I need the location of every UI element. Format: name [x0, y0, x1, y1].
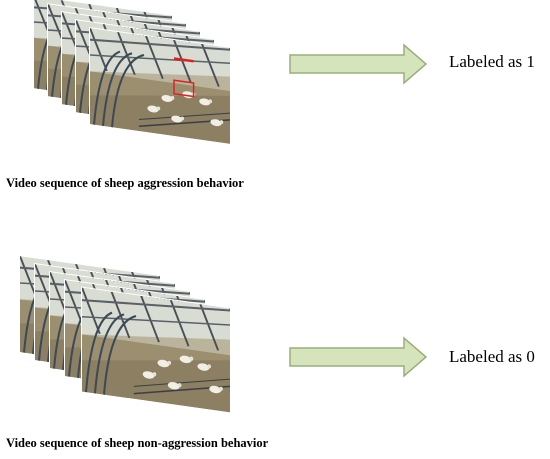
- non-aggression-caption: Video sequence of sheep non-aggression b…: [6, 436, 269, 450]
- non-aggression-frame-stack: [20, 256, 236, 413]
- video-frame: [82, 287, 230, 413]
- aggression-caption: Video sequence of sheep aggression behav…: [6, 176, 244, 190]
- label-negative: Labeled as 0: [449, 347, 535, 366]
- right-arrow-icon: [289, 336, 428, 378]
- label-positive: Labeled as 1: [449, 52, 535, 71]
- right-arrow-icon: [289, 43, 428, 85]
- aggression-frame-stack: [34, 0, 234, 144]
- video-frame: [90, 28, 230, 144]
